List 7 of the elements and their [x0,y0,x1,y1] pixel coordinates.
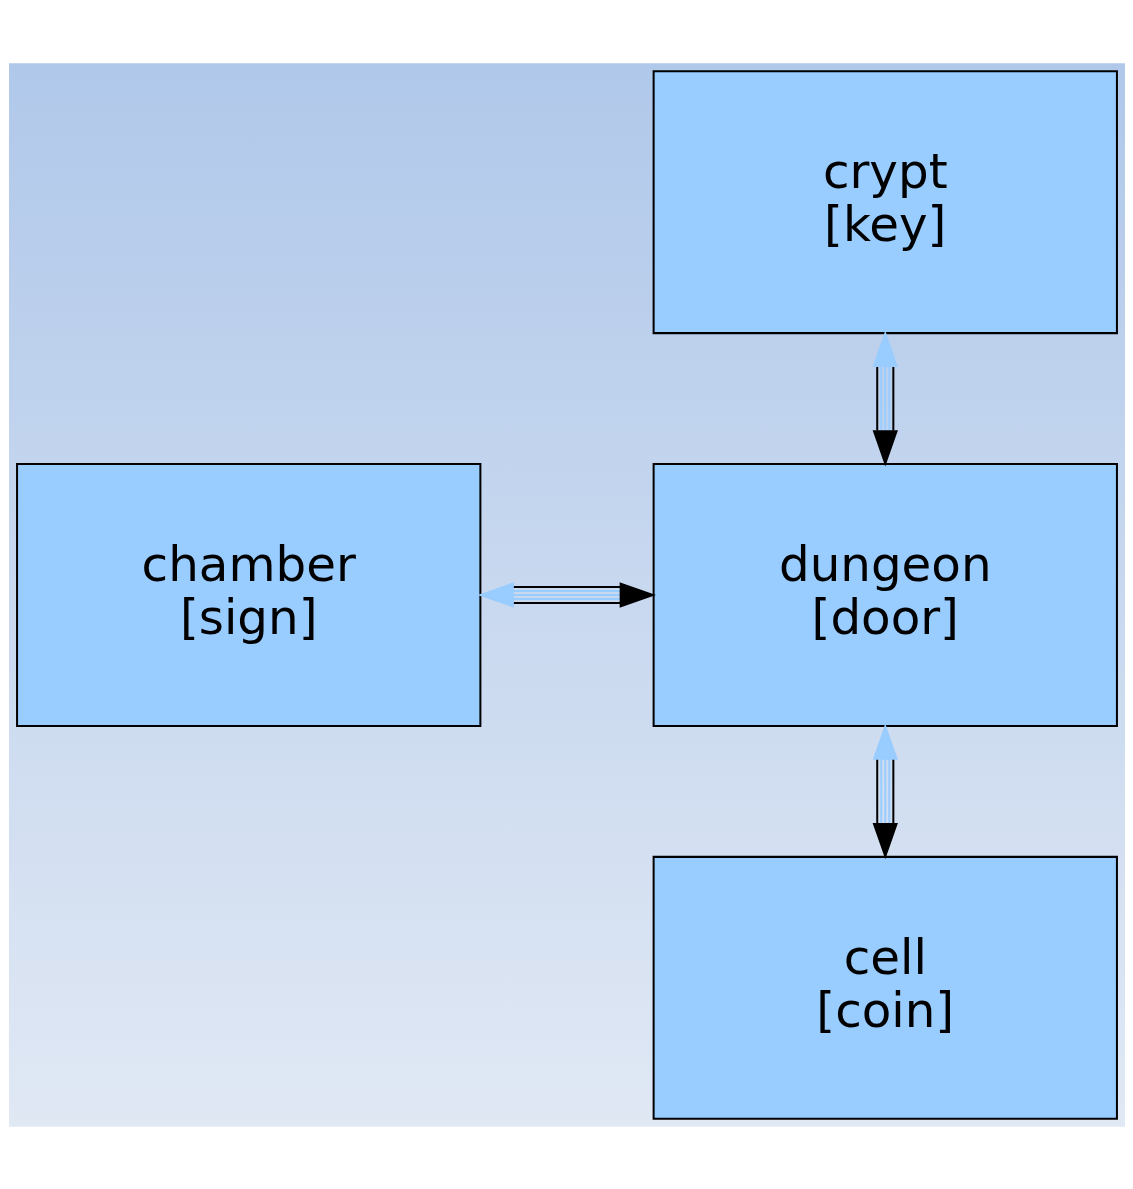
node-box: chamber [sign] [15,462,481,727]
node-box: cell [coin] [652,855,1118,1120]
node-box: dungeon [door] [652,462,1118,727]
arrow [477,581,656,608]
node-box: crypt [key] [652,69,1118,334]
arrow [872,722,898,859]
arrow [872,330,898,466]
